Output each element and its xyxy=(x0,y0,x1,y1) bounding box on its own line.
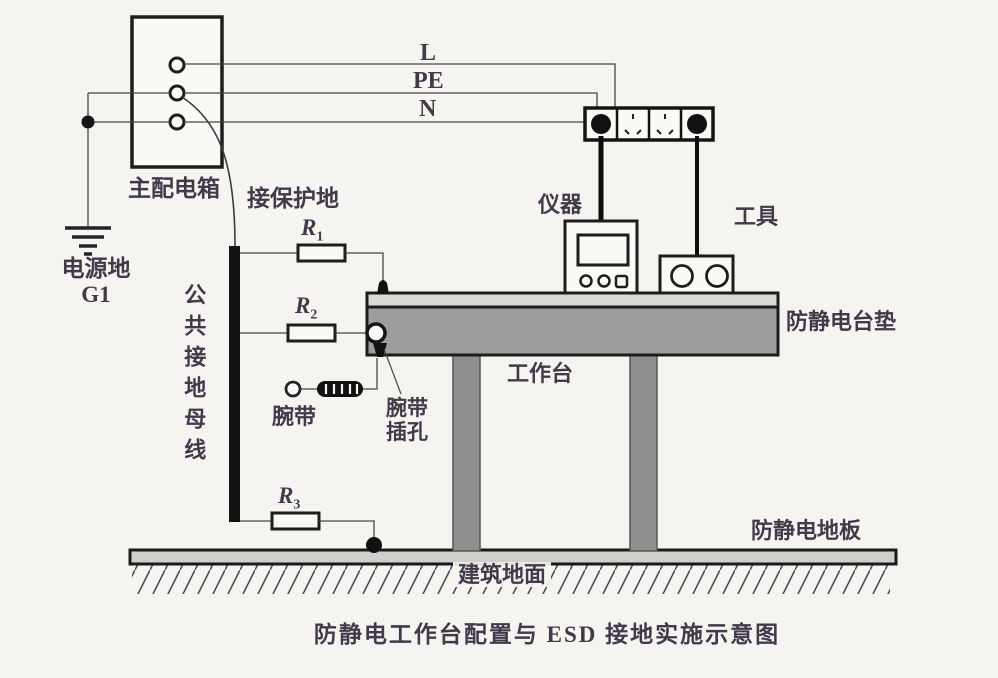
junction-dot xyxy=(81,115,95,129)
wrist-strap-ring-icon xyxy=(284,380,302,398)
building-floor-label: 建筑地面 xyxy=(453,562,552,588)
tool-label: 工具 xyxy=(734,204,779,229)
common-ground-bus-label: 公共接地母线 xyxy=(181,283,207,469)
antistatic-mat-label: 防静电台垫 xyxy=(786,309,897,334)
power-ground-code: G1 xyxy=(81,282,111,308)
wrist-strap-jack-label: 腕带 插孔 xyxy=(386,396,450,444)
line-label-pe: PE xyxy=(413,68,444,94)
resistor-r2-branch xyxy=(240,322,387,357)
earth-ground-icon xyxy=(65,226,111,256)
wrist-strap-label: 腕带 xyxy=(272,404,317,429)
main-panel-label: 主配电箱 xyxy=(128,176,220,201)
resistor-r1-label: R1 xyxy=(301,215,323,246)
main-distribution-panel xyxy=(130,15,224,169)
jack-plug-wedge xyxy=(373,343,387,357)
tool-device xyxy=(658,254,735,295)
power-ground-text: 电源地 xyxy=(61,256,131,281)
plug-icon xyxy=(687,114,707,134)
r3-symbol: R xyxy=(278,483,294,508)
wrist-strap-assembly xyxy=(284,358,378,398)
instrument-device xyxy=(563,219,639,295)
jack-label-leader-line xyxy=(383,348,402,395)
resistor-r1 xyxy=(296,243,347,263)
wrist-strap-jack-icon xyxy=(365,322,387,344)
antistatic-mat xyxy=(365,291,780,309)
antistatic-floor-label: 防静电地板 xyxy=(751,518,862,543)
floor-ground-terminal xyxy=(366,537,382,553)
instrument-label: 仪器 xyxy=(538,192,583,217)
terminal-l xyxy=(168,56,186,74)
r1-symbol: R xyxy=(301,215,317,240)
mains-wiring xyxy=(87,63,616,227)
resistor-r3 xyxy=(270,511,321,531)
jack-label-line1: 腕带 xyxy=(386,396,428,420)
resistor-r1-branch xyxy=(240,243,389,294)
terminal-pe xyxy=(168,84,186,102)
r2-subscript: 2 xyxy=(310,307,318,323)
plug-icon xyxy=(591,114,611,134)
resistor-r2-label: R2 xyxy=(295,293,317,324)
instrument-display xyxy=(576,233,630,267)
terminal-n xyxy=(168,113,186,131)
coil-cord-icon xyxy=(317,381,363,397)
line-label-l: L xyxy=(420,40,437,66)
r2-symbol: R xyxy=(295,293,311,318)
power-outlet-strip xyxy=(583,106,715,142)
mat-ground-terminal xyxy=(377,280,389,294)
jack-label-line2: 插孔 xyxy=(386,420,428,445)
diagram-caption: 防静电工作台配置与 ESD 接地实施示意图 xyxy=(313,622,781,647)
socket-holes-icon xyxy=(624,114,674,135)
workbench-top xyxy=(365,305,780,357)
resistor-r3-label: R3 xyxy=(278,483,300,514)
common-ground-bus-bar xyxy=(229,246,240,522)
workbench-legs xyxy=(452,354,658,552)
power-ground-label: 电源地 G1 xyxy=(40,256,152,309)
workbench-label: 工作台 xyxy=(507,361,574,386)
protective-earth-wire xyxy=(181,96,236,247)
r1-subscript: 1 xyxy=(316,229,324,245)
line-label-n: N xyxy=(419,96,437,122)
r3-subscript: 3 xyxy=(293,497,301,513)
resistor-r2 xyxy=(286,323,337,343)
protective-earth-label: 接保护地 xyxy=(247,186,339,211)
resistor-r3-branch xyxy=(240,511,382,553)
